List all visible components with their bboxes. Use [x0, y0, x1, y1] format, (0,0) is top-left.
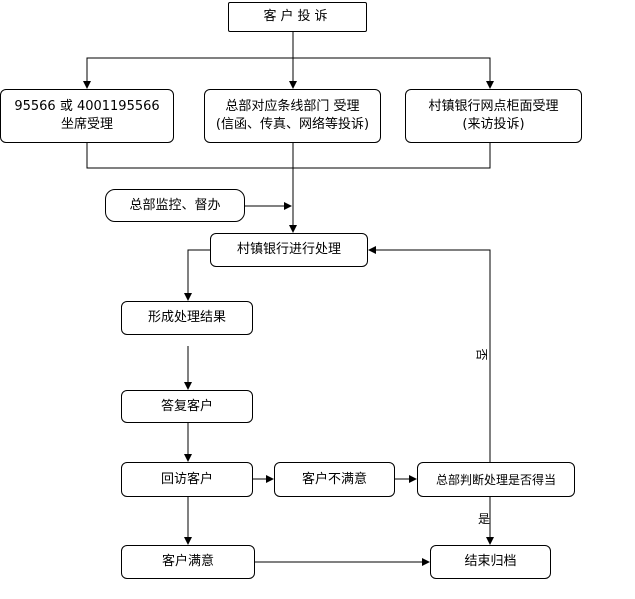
node-satisfied-label: 客户满意: [161, 554, 214, 569]
node-process: 村镇银行进行处理: [210, 233, 368, 267]
node-close-label: 结束归档: [464, 554, 517, 569]
edge-label-no: 否: [474, 348, 489, 361]
node-supervise-label: 总部监控、督办: [129, 197, 221, 213]
node-hq-dept-line2: (信函、传真、网络等投诉): [215, 117, 370, 132]
node-result-label: 形成处理结果: [147, 310, 226, 325]
node-revisit-label: 回访客户: [160, 471, 213, 487]
node-hq-dept: 总部对应条线部门 受理 (信函、传真、网络等投诉): [204, 89, 381, 143]
node-branch: 村镇银行网点柜面受理 (来访投诉): [405, 89, 582, 143]
node-hotline-line1: 95566 或 4001195566: [14, 99, 160, 114]
node-hotline-line2: 坐席受理: [60, 117, 113, 132]
edge-split-bar: [86, 57, 491, 88]
node-process-label: 村镇银行进行处理: [236, 242, 341, 257]
node-complaint: 客户投诉: [228, 2, 367, 32]
node-branch-line2: (来访投诉): [462, 117, 525, 132]
node-supervise: 总部监控、督办: [105, 189, 245, 222]
edge-merge-bar: [86, 143, 491, 169]
node-branch-line1: 村镇银行网点柜面受理: [428, 99, 559, 114]
node-satisfied: 客户满意: [121, 545, 255, 579]
node-unsatisfied: 客户不满意: [274, 462, 395, 497]
node-hq-dept-line1: 总部对应条线部门 受理: [225, 99, 360, 114]
node-reply: 答复客户: [121, 390, 253, 423]
node-reply-label: 答复客户: [160, 398, 213, 414]
node-hotline: 95566 或 4001195566 坐席受理: [0, 89, 174, 143]
edge-label-yes: 是: [478, 512, 491, 526]
node-unsatisfied-label: 客户不满意: [301, 471, 367, 487]
node-revisit: 回访客户: [121, 462, 253, 497]
node-result: 形成处理结果: [121, 301, 253, 335]
node-judge-label: 总部判断处理是否得当: [435, 472, 556, 487]
node-complaint-label: 客户投诉: [263, 9, 332, 24]
node-judge: 总部判断处理是否得当: [417, 462, 575, 497]
edge-judge-no: [368, 246, 491, 462]
edge-process-result: [184, 249, 210, 301]
node-close: 结束归档: [430, 545, 551, 579]
